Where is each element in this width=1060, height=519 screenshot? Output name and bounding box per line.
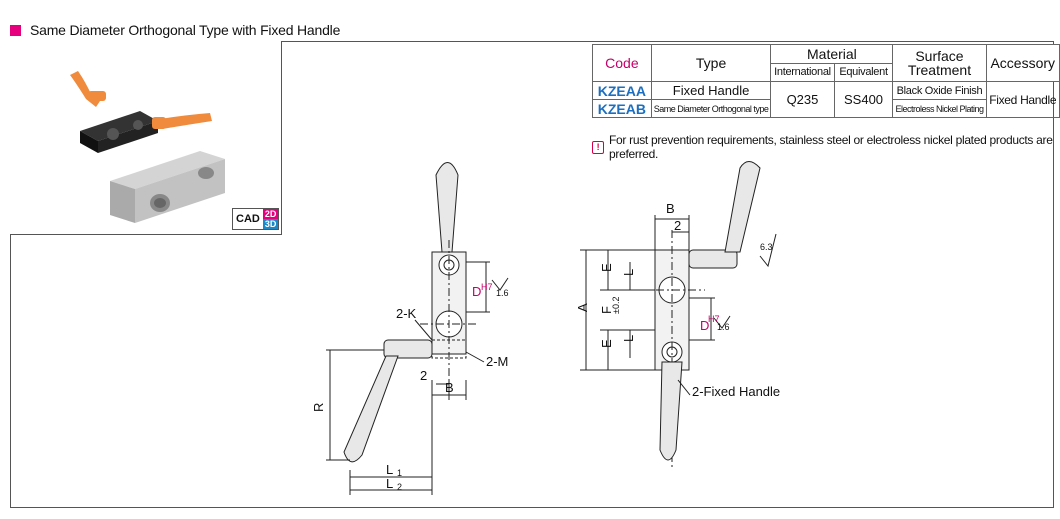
right-lower-handle: [659, 361, 683, 461]
label-b-left: B: [445, 380, 454, 395]
label-d-left-sub: H7: [481, 282, 493, 292]
label-2-left: 2: [420, 368, 427, 383]
product-photo: [10, 41, 282, 235]
label-rough-left: 1.6: [496, 288, 509, 298]
label-e-bot: E: [599, 339, 614, 348]
header-type: Type: [650, 44, 772, 82]
cad-3d-label[interactable]: 3D: [262, 219, 279, 229]
label-2m: 2-M: [486, 354, 508, 369]
header-material: Material: [770, 44, 894, 64]
left-lower-handle: [343, 355, 399, 463]
label-2k: 2-K: [396, 306, 417, 321]
surface-nickel: Electroless Nickel Plating: [892, 99, 987, 118]
cad-label: CAD: [236, 213, 260, 225]
label-a: A: [575, 303, 590, 312]
left-upper-handle: [435, 162, 459, 253]
product-illustration: [70, 71, 225, 223]
label-l2: L: [386, 476, 393, 491]
rust-note: ! For rust prevention requirements, stai…: [592, 133, 1060, 161]
content-frame: [10, 41, 1054, 508]
label-d-right-sub: H7: [708, 314, 720, 324]
header-code: Code: [592, 44, 652, 82]
label-f-sub: ±0.2: [611, 297, 621, 314]
rust-note-text: For rust prevention requirements, stainl…: [609, 133, 1053, 161]
label-d-right: D: [700, 318, 709, 333]
section-title: Same Diameter Orthogonal Type with Fixed…: [30, 22, 341, 38]
label-f: F: [599, 306, 614, 314]
spec-table: Code Type Material Surface Treatment Acc…: [592, 44, 1060, 118]
material-equivalent: SS400: [833, 81, 894, 118]
header-surface: Surface Treatment: [892, 44, 987, 82]
label-l-top: L: [621, 269, 636, 276]
label-l-bot: L: [621, 335, 636, 342]
accessory-value: Fixed Handle: [985, 81, 1060, 118]
label-l2-sub: 2: [397, 482, 402, 492]
material-international: Q235: [770, 81, 835, 118]
label-l1: L: [386, 462, 393, 477]
label-rough-top: 6.3: [760, 242, 773, 252]
header-accessory: Accessory: [985, 44, 1060, 82]
label-fixed-handle: 2-Fixed Handle: [692, 384, 780, 399]
label-e-top: E: [599, 263, 614, 272]
label-2-right: 2: [674, 218, 681, 233]
right-upper-handle: [724, 161, 761, 253]
label-l1-sub: 1: [397, 468, 402, 478]
section-marker-icon: [10, 24, 21, 36]
header-international: International: [770, 62, 835, 82]
type-sub: Same Diameter Orthogonal type: [650, 99, 772, 118]
cad-2d-label[interactable]: 2D: [262, 209, 279, 219]
label-d-left: D: [472, 284, 481, 299]
label-b-right: B: [666, 201, 675, 216]
cad-download-badge[interactable]: CAD 2D 3D: [232, 208, 280, 230]
label-rough-right: 1.6: [717, 322, 730, 332]
info-icon: !: [592, 140, 605, 154]
label-r: R: [311, 403, 326, 412]
section-header: Same Diameter Orthogonal Type with Fixed…: [10, 20, 340, 40]
